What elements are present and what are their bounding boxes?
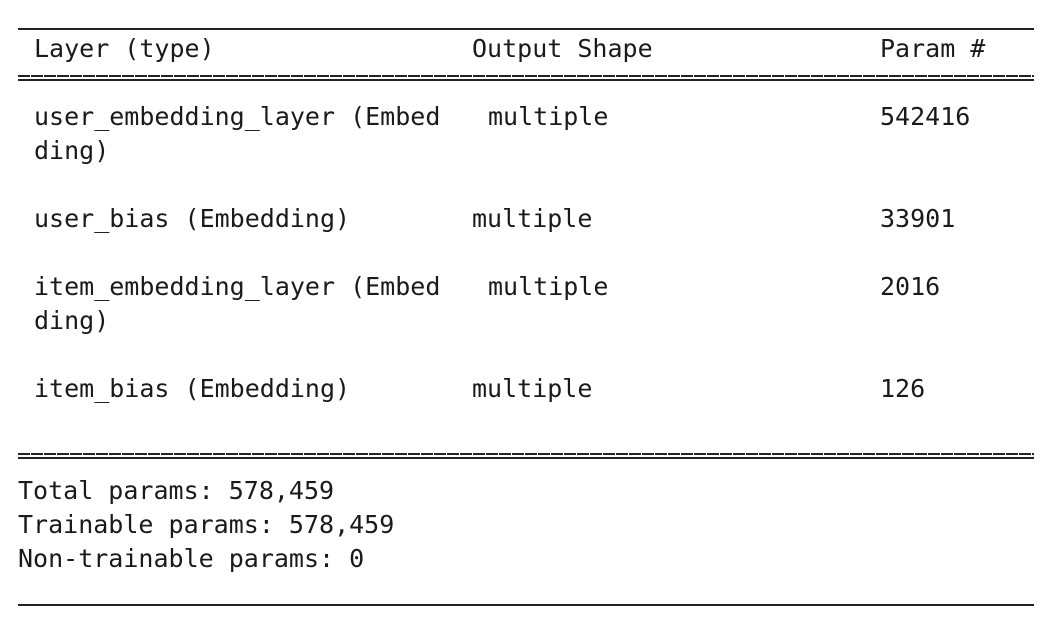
bottom-rule	[18, 604, 1034, 606]
header-param: Param #	[880, 34, 986, 63]
row-layer-name: user_bias (Embedding)	[34, 204, 351, 233]
row-param: 33901	[880, 204, 956, 233]
row-layer-name: user_embedding_layer (Embed	[34, 102, 441, 131]
row-output-shape: multiple	[472, 204, 593, 233]
header-output-shape: Output Shape	[472, 34, 653, 63]
row-param: 2016	[880, 272, 941, 301]
row-layer-name-cont: ding)	[34, 306, 110, 335]
header-double-rule	[18, 74, 1034, 82]
header-layer: Layer (type)	[34, 34, 215, 63]
row-output-shape: multiple	[488, 102, 609, 131]
row-layer-name: item_bias (Embedding)	[34, 374, 351, 403]
footer-double-rule	[18, 452, 1034, 460]
row-output-shape: multiple	[472, 374, 593, 403]
model-summary: Layer (type) Output Shape Param # user_e…	[18, 0, 1034, 618]
non-trainable-params: Non-trainable params: 0	[18, 544, 365, 573]
row-layer-name: item_embedding_layer (Embed	[34, 272, 441, 301]
total-params: Total params: 578,459	[18, 476, 335, 505]
row-layer-name-cont: ding)	[34, 136, 110, 165]
trainable-params: Trainable params: 578,459	[18, 510, 395, 539]
row-param: 126	[880, 374, 926, 403]
row-param: 542416	[880, 102, 971, 131]
top-rule	[18, 28, 1034, 30]
row-output-shape: multiple	[488, 272, 609, 301]
